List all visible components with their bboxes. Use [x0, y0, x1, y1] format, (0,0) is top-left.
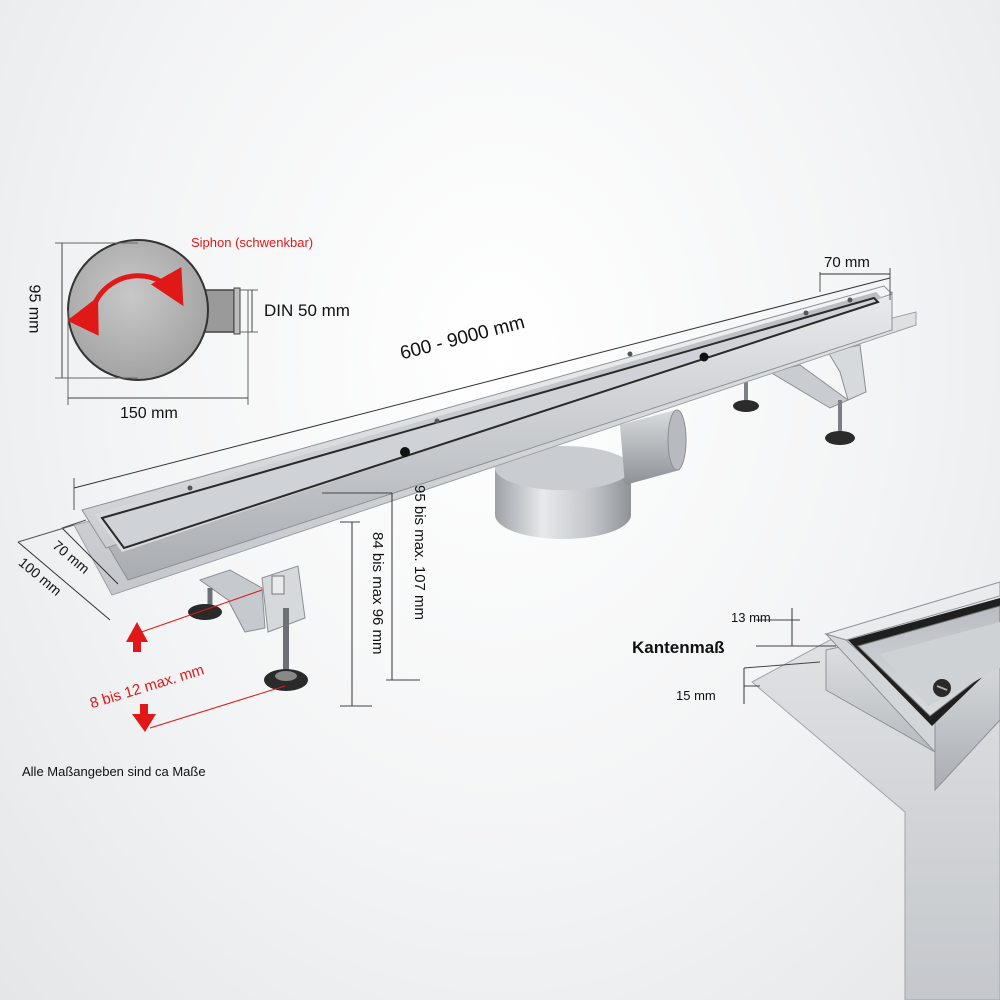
detail-title: Kantenmaß — [632, 638, 725, 657]
drain-width-label: 70 mm — [824, 254, 870, 271]
siphon-outlet-label: DIN 50 mm — [264, 301, 350, 320]
siphon-width-label: 150 mm — [120, 405, 178, 422]
siphon-section — [55, 239, 258, 405]
siphon-pot — [495, 409, 687, 539]
front-feet — [188, 565, 308, 691]
back-feet — [733, 344, 867, 445]
dimensions-note: Alle Maßangeben sind ca Maße — [22, 764, 206, 779]
arrow-down-icon — [132, 704, 156, 732]
siphon-height-label: 95 mm — [25, 284, 43, 334]
detail-top-label: 13 mm — [731, 610, 771, 625]
drain-height-total-label: 95 bis max. 107 mm — [411, 485, 428, 621]
edge-detail — [743, 581, 1000, 1000]
arrow-up-icon — [126, 622, 148, 652]
detail-bottom-label: 15 mm — [676, 688, 716, 703]
siphon-label: Siphon (schwenkbar) — [191, 235, 314, 250]
drain-height-inner-label: 84 bis max 96 mm — [369, 532, 386, 655]
rotate-arrow-icon — [67, 267, 184, 336]
drain-grate — [100, 296, 880, 550]
siphon-disk — [67, 239, 209, 381]
shower-drain — [17, 268, 917, 732]
